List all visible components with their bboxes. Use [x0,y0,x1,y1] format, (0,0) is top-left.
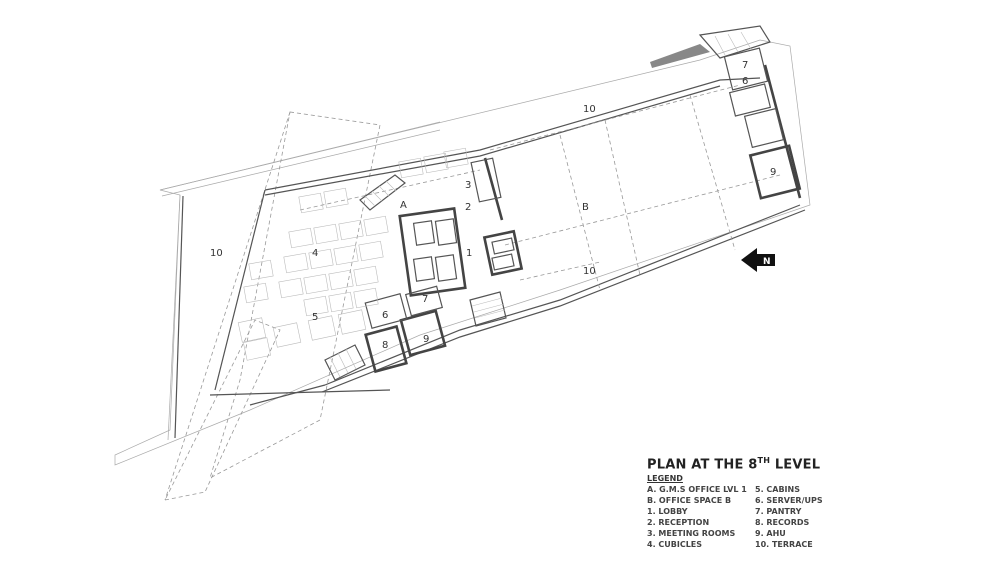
plan-title-main: PLAN AT THE 8 [647,457,758,473]
legend-item: 5. CABINS [755,485,800,495]
label-cabins: 5 [312,312,318,323]
label-records: 8 [382,340,388,351]
label-pantry-east: 7 [742,60,748,71]
north-arrow: N [741,248,775,272]
label-terrace-west: 10 [210,248,223,259]
legend-item: 1. LOBBY [647,507,688,517]
label-terrace-top: 10 [583,104,596,115]
label-reception: 2 [465,202,471,213]
building-perimeter [209,64,806,406]
legend-item: 2. RECEPTION [647,518,710,528]
plan-title-sup: TH [757,456,771,465]
cabins [237,309,367,361]
cubicle-grid [243,147,469,317]
label-ahu-west: 9 [423,334,429,345]
legend-item: 10. TERRACE [755,540,813,550]
plan-title: PLAN AT THE 8TH LEVEL [647,456,847,472]
legend-heading: LEGEND [647,474,683,484]
legend-columns: A. G.M.S OFFICE LVL 1 B. OFFICE SPACE B … [647,484,847,550]
plan-title-end: LEVEL [770,457,821,473]
label-ahu-east: 9 [770,167,776,178]
legend-column-1: A. G.M.S OFFICE LVL 1 B. OFFICE SPACE B … [647,484,747,550]
legend-item: A. G.M.S OFFICE LVL 1 [647,485,747,495]
label-terrace-bottom: 10 [583,266,596,277]
label-server-east: 6 [742,76,748,87]
legend: PLAN AT THE 8TH LEVEL LEGEND A. G.M.S OF… [647,456,847,550]
label-zone-b: B [582,202,589,213]
label-pantry-west: 7 [422,294,428,305]
legend-item: B. OFFICE SPACE B [647,496,732,506]
legend-item: 8. RECORDS [755,518,810,528]
east-service-rooms [723,47,802,200]
projection-lines [164,111,381,501]
service-core [398,157,524,297]
label-cubicles: 4 [312,248,318,259]
legend-item: 7. PANTRY [755,507,802,517]
north-arrow-icon: N [741,248,775,272]
room-labels: A B 1 2 3 4 5 6 6 7 7 8 9 9 10 10 10 [210,60,776,351]
legend-item: 4. CUBICLES [647,540,703,550]
legend-column-2: 5. CABINS 6. SERVER/UPS 7. PANTRY 8. REC… [755,484,823,550]
legend-item: 3. MEETING ROOMS [647,529,736,539]
legend-item: 6. SERVER/UPS [755,496,823,506]
terrace-outline [114,39,811,466]
stairs [324,25,771,381]
label-lobby: 1 [466,248,472,259]
legend-item: 9. AHU [755,529,786,539]
label-zone-a: A [400,200,407,211]
north-letter: N [763,257,771,267]
west-service-rooms [364,285,447,374]
label-server-west: 6 [382,310,388,321]
grid-lines [299,84,781,291]
label-meeting-rooms: 3 [465,180,471,191]
